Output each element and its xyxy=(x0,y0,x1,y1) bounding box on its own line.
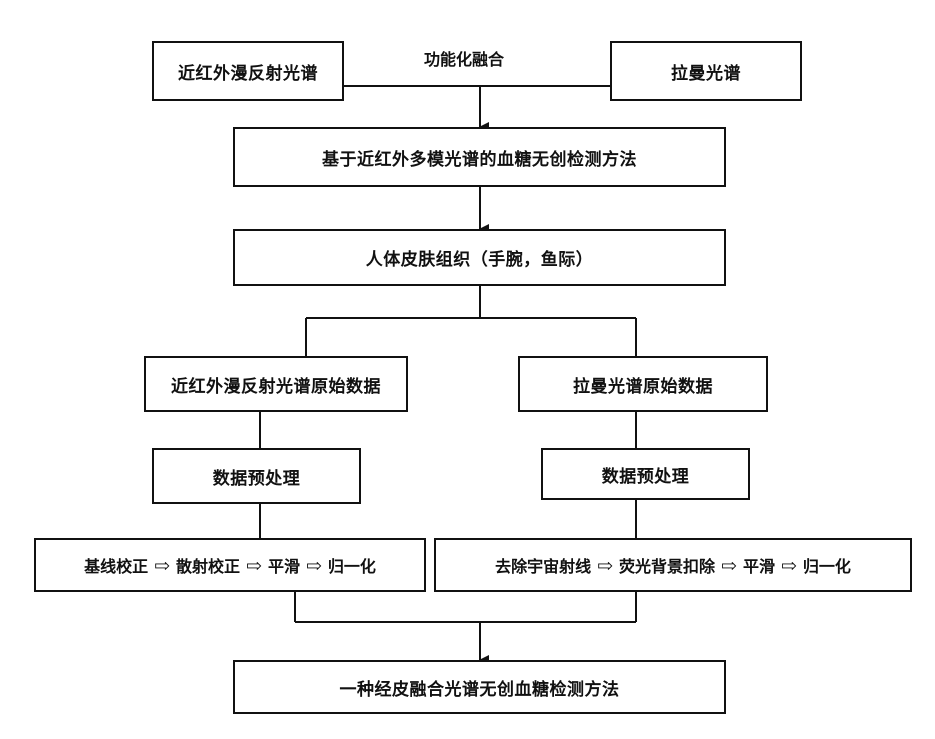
nir-step-1: 基线校正 xyxy=(84,553,148,577)
step-arrow-icon: ⇨ xyxy=(154,557,170,576)
raman-raw-data-label: 拉曼光谱原始数据 xyxy=(573,372,713,397)
nir-step-3: 平滑 xyxy=(268,553,300,577)
nir-step-4: 归一化 xyxy=(328,553,376,577)
raman-raw-data-box: 拉曼光谱原始数据 xyxy=(518,356,768,412)
step-arrow-icon: ⇨ xyxy=(721,557,737,576)
raman-step-4: 归一化 xyxy=(803,553,851,577)
method-top-box: 基于近红外多模光谱的血糖无创检测方法 xyxy=(233,127,726,187)
nir-steps-box: 基线校正 ⇨ 散射校正 ⇨ 平滑 ⇨ 归一化 xyxy=(34,538,426,592)
raman-step-1: 去除宇宙射线 xyxy=(495,553,591,577)
raman-spectrum-label: 拉曼光谱 xyxy=(671,59,741,84)
nir-spectrum-box: 近红外漫反射光谱 xyxy=(152,41,344,101)
raman-step-3: 平滑 xyxy=(743,553,775,577)
method-top-label: 基于近红外多模光谱的血糖无创检测方法 xyxy=(322,145,637,170)
step-arrow-icon: ⇨ xyxy=(246,557,262,576)
nir-step-2: 散射校正 xyxy=(176,553,240,577)
nir-raw-data-label: 近红外漫反射光谱原始数据 xyxy=(171,372,381,397)
tissue-label: 人体皮肤组织（手腕，鱼际） xyxy=(366,245,594,270)
raman-step-2: 荧光背景扣除 xyxy=(619,553,715,577)
nir-raw-data-box: 近红外漫反射光谱原始数据 xyxy=(144,356,408,412)
tissue-box: 人体皮肤组织（手腕，鱼际） xyxy=(233,229,726,286)
method-bottom-label: 一种经皮融合光谱无创血糖检测方法 xyxy=(340,675,620,700)
nir-preprocess-label: 数据预处理 xyxy=(213,464,301,489)
step-arrow-icon: ⇨ xyxy=(781,557,797,576)
nir-spectrum-label: 近红外漫反射光谱 xyxy=(178,59,318,84)
raman-preprocess-label: 数据预处理 xyxy=(602,462,690,487)
step-arrow-icon: ⇨ xyxy=(597,557,613,576)
nir-preprocess-box: 数据预处理 xyxy=(152,448,361,504)
raman-spectrum-box: 拉曼光谱 xyxy=(610,41,802,101)
method-bottom-box: 一种经皮融合光谱无创血糖检测方法 xyxy=(233,660,726,714)
raman-steps-box: 去除宇宙射线 ⇨ 荧光背景扣除 ⇨ 平滑 ⇨ 归一化 xyxy=(434,538,912,592)
raman-preprocess-box: 数据预处理 xyxy=(541,448,750,500)
step-arrow-icon: ⇨ xyxy=(306,557,322,576)
fusion-label: 功能化融合 xyxy=(424,46,504,70)
